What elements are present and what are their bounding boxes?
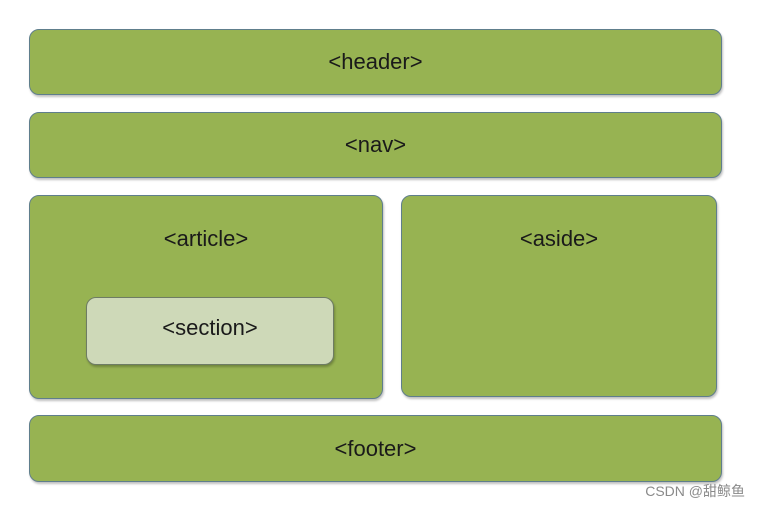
nav-block: <nav> xyxy=(29,112,722,178)
section-block: <section> xyxy=(86,297,334,365)
aside-label: <aside> xyxy=(519,226,599,251)
nav-label: <nav> xyxy=(344,132,407,157)
header-block: <header> xyxy=(29,29,722,95)
aside-block: <aside> xyxy=(401,195,717,397)
article-block: <article> <section> xyxy=(29,195,383,399)
footer-block: <footer> xyxy=(29,415,722,482)
header-label: <header> xyxy=(328,49,423,74)
article-label: <article> xyxy=(163,226,249,251)
footer-label: <footer> xyxy=(334,435,417,461)
watermark: CSDN @甜鲸鱼 xyxy=(645,483,745,499)
section-label: <section> xyxy=(162,315,258,340)
